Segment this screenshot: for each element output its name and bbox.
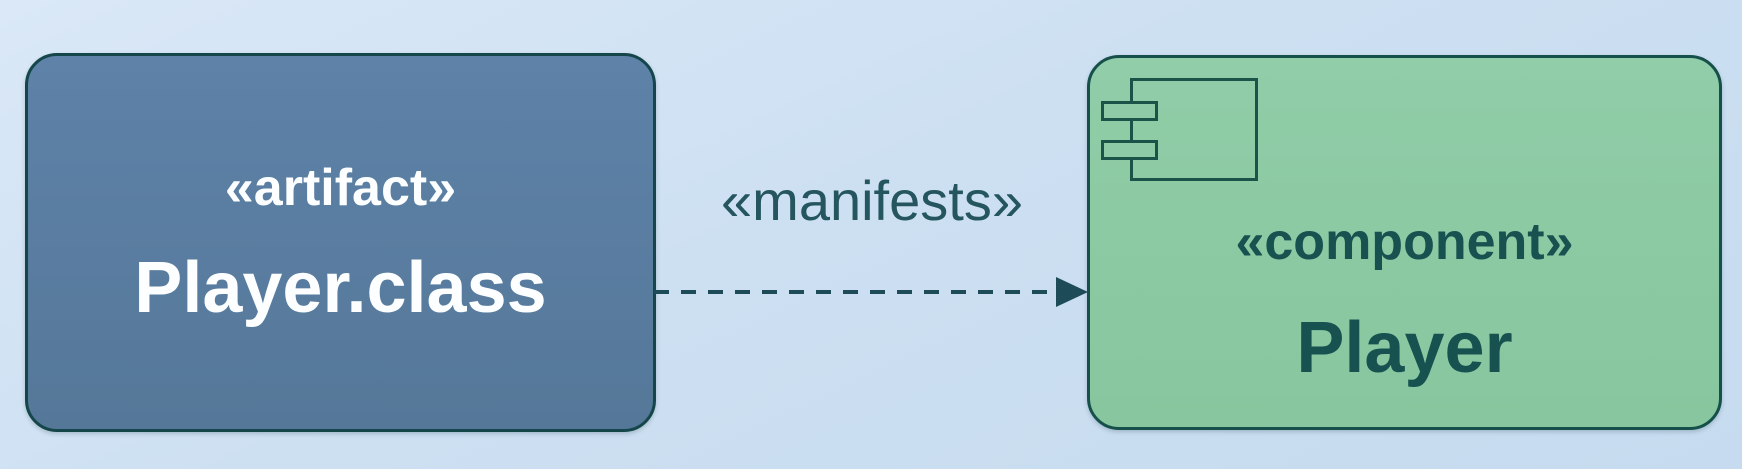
component-name-label: Player (1296, 308, 1513, 388)
component-icon-tab-top (1101, 101, 1158, 121)
artifact-name-label: Player.class (134, 248, 547, 328)
arrowhead-icon (1056, 277, 1088, 307)
component-icon (1090, 58, 1290, 258)
component-node: «component» Player (1087, 55, 1722, 430)
manifests-dashed-arrow (654, 277, 1088, 307)
artifact-node: «artifact» Player.class (25, 53, 656, 432)
artifact-stereotype-label: «artifact» (224, 159, 457, 217)
component-icon-body (1130, 78, 1258, 181)
component-icon-tab-bottom (1101, 140, 1158, 160)
component-stereotype-label: «component» (1235, 213, 1574, 271)
manifests-stereotype-label: «manifests» (721, 169, 1023, 232)
